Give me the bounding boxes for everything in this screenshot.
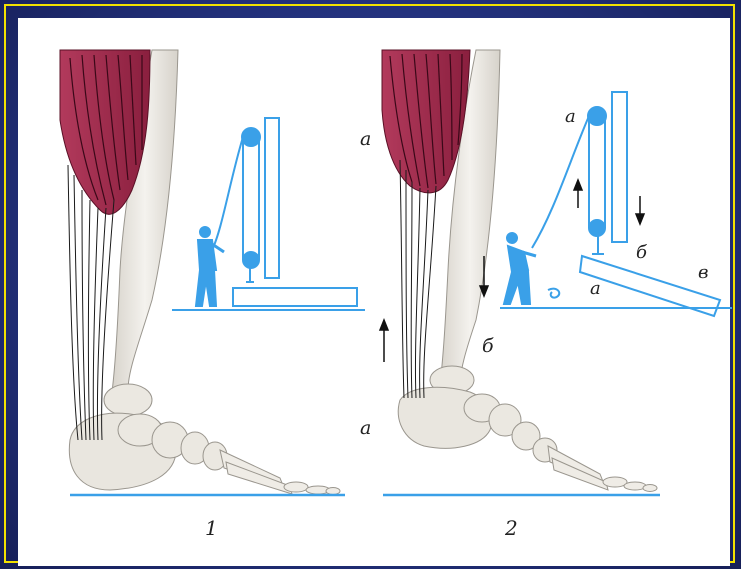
label-lever-b: б: [636, 242, 648, 263]
left-bottom-pulley: [243, 252, 259, 268]
label-lever-a: а: [590, 278, 601, 299]
left-schematic-column: [265, 118, 279, 278]
right-toe-bones: [548, 446, 657, 492]
left-toe-bones: [220, 450, 340, 495]
rope-coil-icon: [548, 289, 559, 298]
left-talus-bone: [104, 384, 152, 416]
left-worker-figure: [196, 227, 224, 306]
schematic-down-arrow: [636, 196, 644, 224]
right-top-pulley: [588, 107, 606, 125]
label-bone-b: б: [482, 335, 494, 357]
right-worker-figure: [504, 233, 536, 304]
tendon-up-arrow: [380, 320, 388, 362]
right-achilles-tendon: [400, 160, 436, 398]
right-bottom-pulley: [589, 220, 605, 236]
right-caption: 2: [504, 516, 518, 540]
schematic-up-arrow: [574, 180, 582, 208]
left-caption: 1: [205, 516, 218, 540]
label-muscle-a: а: [360, 128, 371, 150]
label-pulley-a: а: [565, 106, 576, 127]
right-schematic-column: [612, 92, 627, 242]
label-lever-v: в: [698, 262, 708, 283]
left-schematic-plank: [233, 288, 357, 306]
left-lever-schematic: [172, 118, 365, 310]
left-top-pulley: [242, 128, 260, 146]
label-heel-a: а: [360, 417, 371, 439]
